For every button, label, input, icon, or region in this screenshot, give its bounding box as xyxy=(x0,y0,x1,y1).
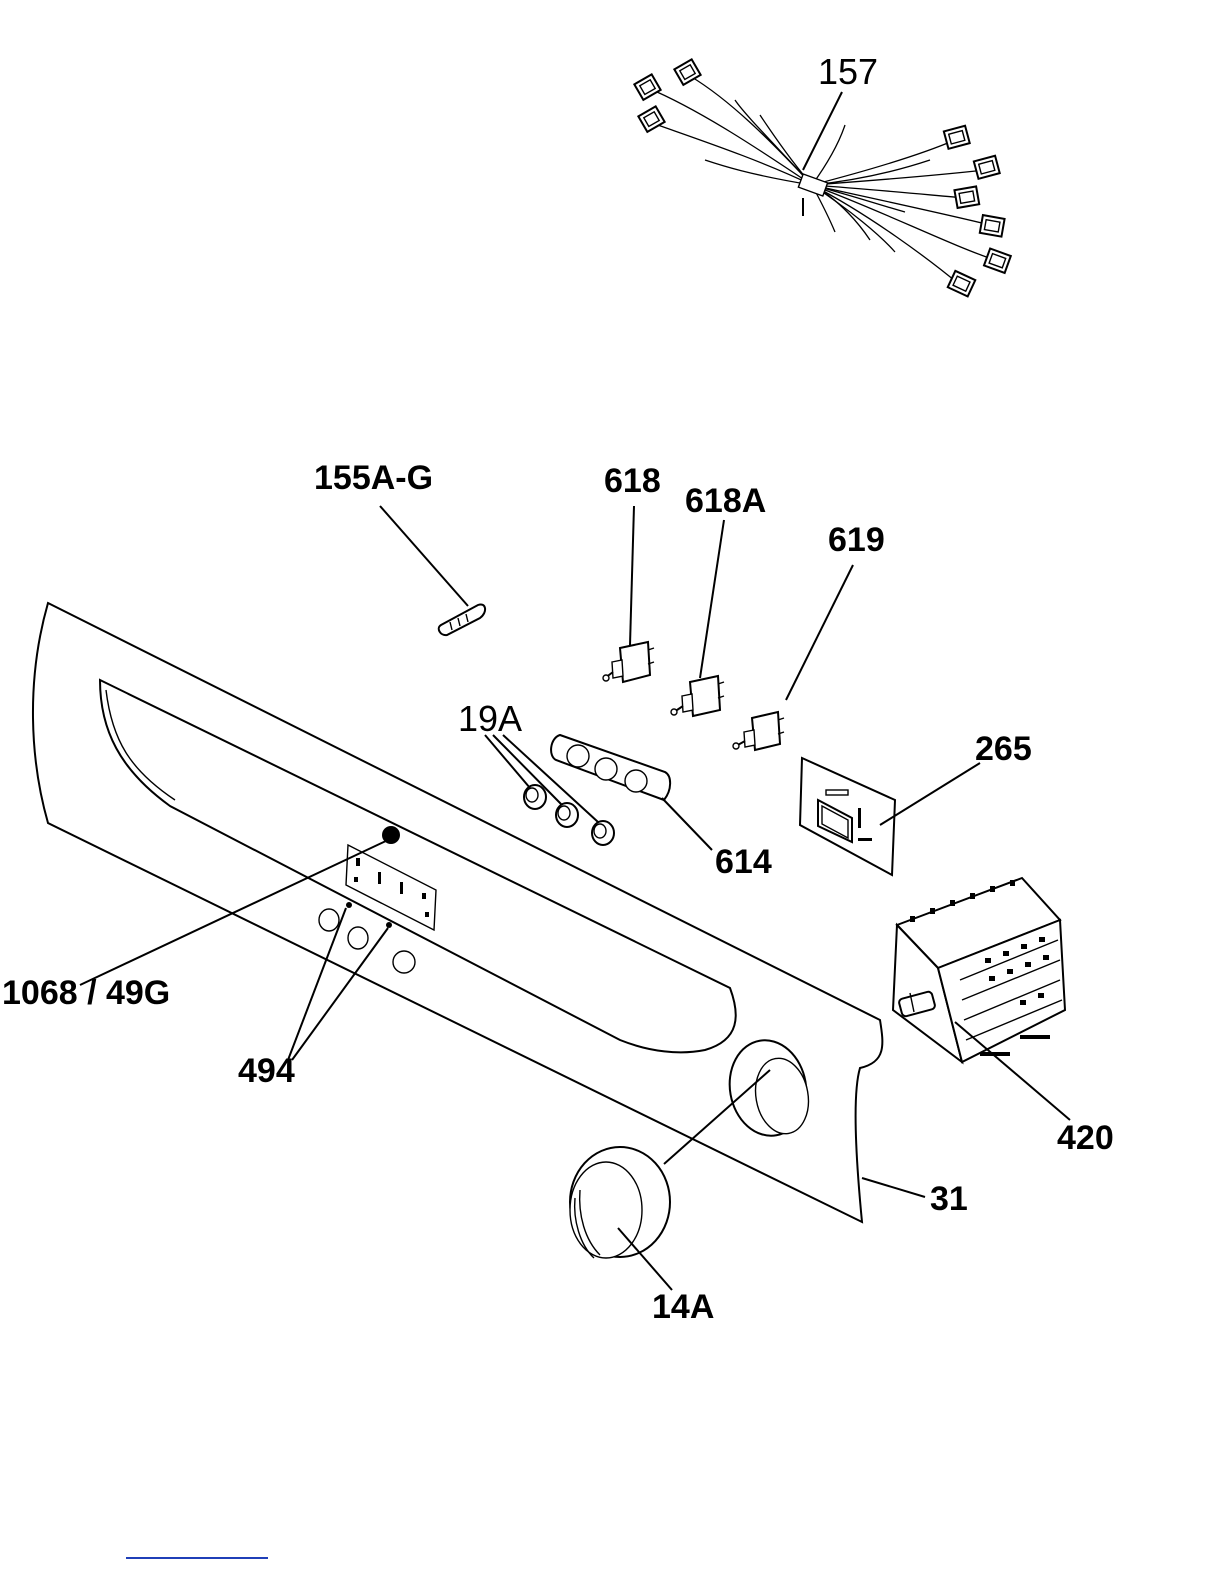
callout-619: 619 xyxy=(828,521,885,559)
callout-14a: 14A xyxy=(652,1288,714,1326)
callout-19a: 19A xyxy=(458,698,522,739)
callout-155a-g: 155A-G xyxy=(314,459,433,497)
callout-618a: 618A xyxy=(685,482,766,520)
control-panel xyxy=(33,603,882,1222)
callout-494: 494 xyxy=(238,1052,295,1090)
callout-31: 31 xyxy=(930,1180,968,1218)
wire-harness xyxy=(634,59,1010,296)
timer-unit xyxy=(893,878,1070,1120)
callout-420: 420 xyxy=(1057,1119,1114,1157)
indicator-lamp xyxy=(380,506,485,635)
toggle-switch-618a xyxy=(671,520,724,716)
button-bezel xyxy=(551,735,712,850)
link-underline[interactable] xyxy=(126,1557,268,1559)
toggle-switch-619 xyxy=(733,565,853,750)
callout-1068-49g: 1068 / 49G xyxy=(2,974,170,1012)
leader-31 xyxy=(862,1178,925,1197)
callout-265: 265 xyxy=(975,730,1032,768)
toggle-switch-618 xyxy=(603,506,654,682)
callout-614: 614 xyxy=(715,843,772,881)
rocker-switch xyxy=(800,758,980,875)
callout-618: 618 xyxy=(604,462,661,500)
callout-157: 157 xyxy=(818,51,878,92)
